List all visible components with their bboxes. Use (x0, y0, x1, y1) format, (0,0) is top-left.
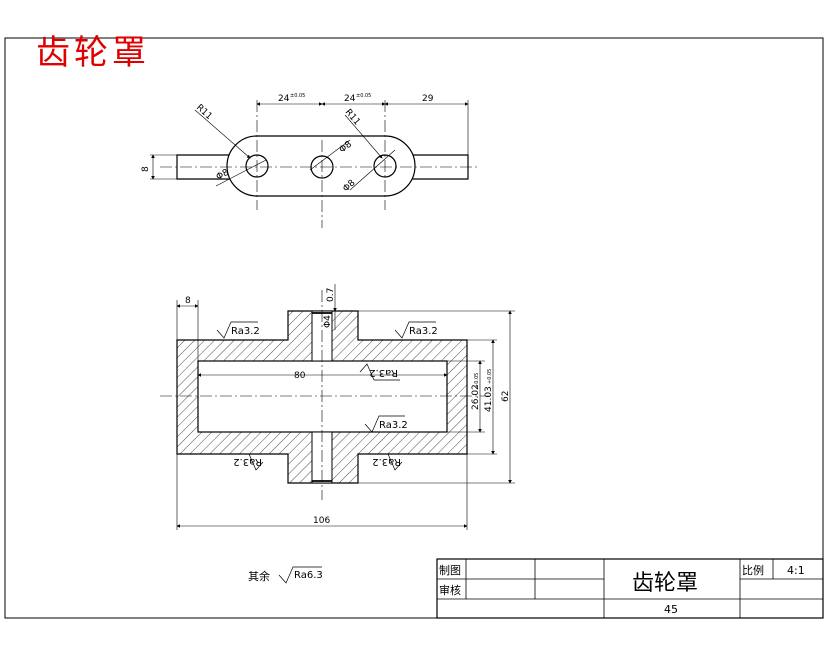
title-block (436, 558, 824, 619)
section-view-text: 8 0.7 Φ4 80 106 62 41.03 +0.05 26.02 +0.… (185, 288, 511, 583)
tb-part-name: 齿轮罩 (632, 571, 698, 596)
dim-0-7: 0.7 (326, 288, 336, 302)
top-body (226, 135, 416, 197)
roughness-6: Ra3.2 (372, 456, 401, 467)
right-arm (410, 154, 469, 180)
roughness-5: Ra3.2 (233, 456, 262, 467)
tb-scale-value: 4:1 (787, 564, 805, 577)
dim-24-right-tol: ±0.05 (356, 93, 371, 99)
drawing-title: 齿轮罩 (36, 33, 150, 73)
roughness-2: Ra3.2 (409, 326, 438, 337)
inner-bore (197, 360, 448, 433)
dim-r11-right: R11 (343, 108, 362, 128)
dim-24-right: 24 (344, 94, 356, 104)
dim-8-height: 8 (141, 166, 151, 172)
dim-24-left: 24 (278, 94, 290, 104)
drawing-border (4, 37, 824, 619)
dim-29: 29 (422, 94, 434, 104)
dim-80: 80 (294, 371, 306, 381)
dim-26-tol: +0.05 (474, 373, 480, 388)
note-label: 其余 (248, 569, 270, 583)
roughness-1: Ra3.2 (231, 326, 260, 337)
tb-checked-label: 审核 (439, 583, 461, 597)
dim-24-left-tol: ±0.05 (290, 93, 305, 99)
tb-drawn-label: 制图 (439, 564, 461, 577)
top-view-dimension-text: 24 ±0.05 24 ±0.05 29 8 R11 R11 Φ8 Φ8 Φ8 (141, 93, 434, 194)
tb-number: 45 (664, 603, 678, 616)
title-block-text: 制图 审核 齿轮罩 比例 4:1 45 (439, 563, 805, 616)
dim-slot: Φ4 (323, 315, 333, 328)
roughness-3: Ra3.2 (369, 367, 398, 378)
dim-106: 106 (313, 516, 330, 526)
dim-r11-left: R11 (194, 103, 214, 122)
dim-41: 41.03 (484, 386, 494, 412)
dim-26: 26.02 (471, 384, 481, 410)
dim-62: 62 (501, 391, 511, 402)
tb-scale-label: 比例 (742, 563, 764, 577)
dim-8-top-left: 8 (185, 296, 191, 306)
roughness-4: Ra3.2 (379, 420, 408, 431)
dim-41-tol: +0.05 (487, 369, 493, 384)
section-view (160, 284, 515, 584)
top-view (150, 100, 480, 228)
note-roughness: Ra6.3 (294, 570, 323, 581)
